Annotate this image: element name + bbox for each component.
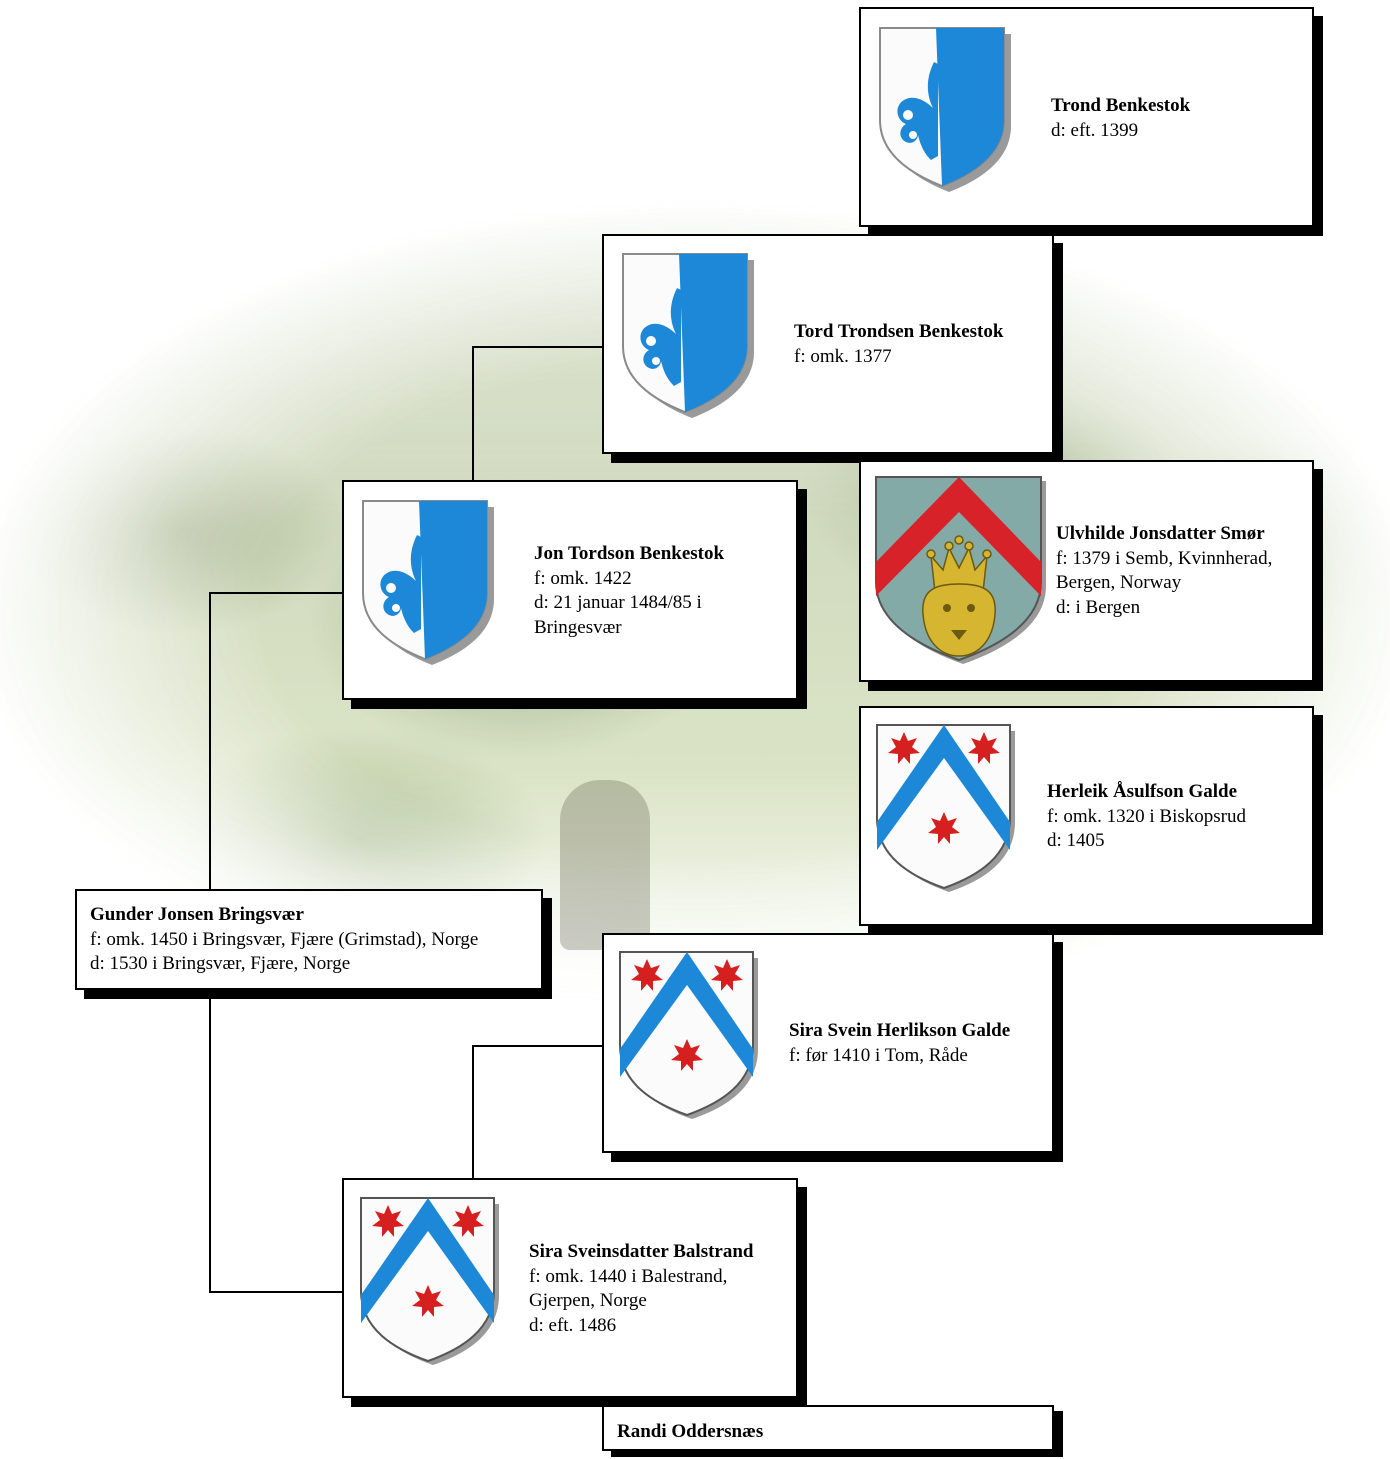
person-name: Gunder Jonsen Bringsvær [90,904,304,925]
benkestok-coat-of-arms-icon [879,27,1011,192]
person-detail: d: 21 januar 1484/85 i [534,592,702,613]
connector-jon-h [209,592,344,594]
person-detail: d: 1530 i Bringsvær, Fjære, Norge [90,953,351,974]
connector-jon-gunder-v [209,592,211,892]
connector-tord-jon-v [472,346,474,482]
person-name: Tord Trondsen Benkestok [794,321,1004,342]
person-name: Jon Tordson Benkestok [534,543,725,564]
person-name: Sira Sveinsdatter Balstrand [529,1241,754,1262]
person-detail: f: omk. 1440 i Balestrand, [529,1265,728,1287]
tree-trunk [560,780,650,950]
person-detail: d: eft. 1399 [1051,119,1139,141]
person-text-randi: Randi Oddersnæs [617,1420,763,1445]
benkestok-coat-of-arms-icon [362,500,494,665]
person-text-jon: Jon Tordson Benkestok f: omk. 1422 d: 21… [534,542,724,640]
person-detail: f: omk. 1450 i Bringsvær, Fjære (Grimsta… [90,928,479,950]
person-text-ulvhilde: Ulvhilde Jonsdatter Smør f: 1379 i Semb,… [1056,522,1272,620]
person-detail: Bringesvær [534,616,622,638]
connector-gunder-sira-v [209,992,211,1293]
connector-svein-h [472,1045,603,1047]
connector-tord-h [472,346,603,348]
person-name: Sira Svein Herlikson Galde [789,1020,1011,1041]
person-text-svein: Sira Svein Herlikson Galde f: før 1410 i… [789,1019,1010,1068]
person-detail: f: 1379 i Semb, Kvinnherad, [1056,547,1273,569]
galde-coat-of-arms-icon [876,724,1015,892]
galde-coat-of-arms-icon [360,1197,499,1365]
person-detail: f: omk. 1422 [534,567,632,589]
person-detail: d: i Bergen [1056,596,1141,618]
benkestok-coat-of-arms-icon [622,253,754,418]
person-name: Herleik Åsulfson Galde [1047,781,1238,802]
smor-coat-of-arms-icon [875,476,1046,664]
galde-coat-of-arms-icon [619,951,758,1119]
person-text-gunder: Gunder Jonsen Bringsvær f: omk. 1450 i B… [90,903,478,977]
person-name: Randi Oddersnæs [617,1421,764,1442]
connector-sira-h [209,1291,344,1293]
connector-svein-sira-v [472,1045,474,1180]
person-detail: f: før 1410 i Tom, Råde [789,1044,968,1066]
person-detail: Gjerpen, Norge [529,1290,647,1311]
person-name: Ulvhilde Jonsdatter Smør [1056,523,1265,544]
person-detail: f: omk. 1377 [794,345,892,367]
person-detail: d: 1405 [1047,830,1105,851]
person-detail: d: eft. 1486 [529,1314,617,1336]
person-card-gunder[interactable] [75,889,543,990]
person-text-tord: Tord Trondsen Benkestok f: omk. 1377 [794,320,1003,369]
person-card-randi[interactable] [602,1405,1054,1451]
person-detail: f: omk. 1320 i Biskopsrud [1047,805,1246,827]
person-text-herleik: Herleik Åsulfson Galde f: omk. 1320 i Bi… [1047,780,1246,854]
person-text-sira: Sira Sveinsdatter Balstrand f: omk. 1440… [529,1240,754,1338]
person-name: Trond Benkestok [1051,95,1191,116]
person-text-trond: Trond Benkestok d: eft. 1399 [1051,94,1190,143]
person-detail: Bergen, Norway [1056,572,1182,593]
